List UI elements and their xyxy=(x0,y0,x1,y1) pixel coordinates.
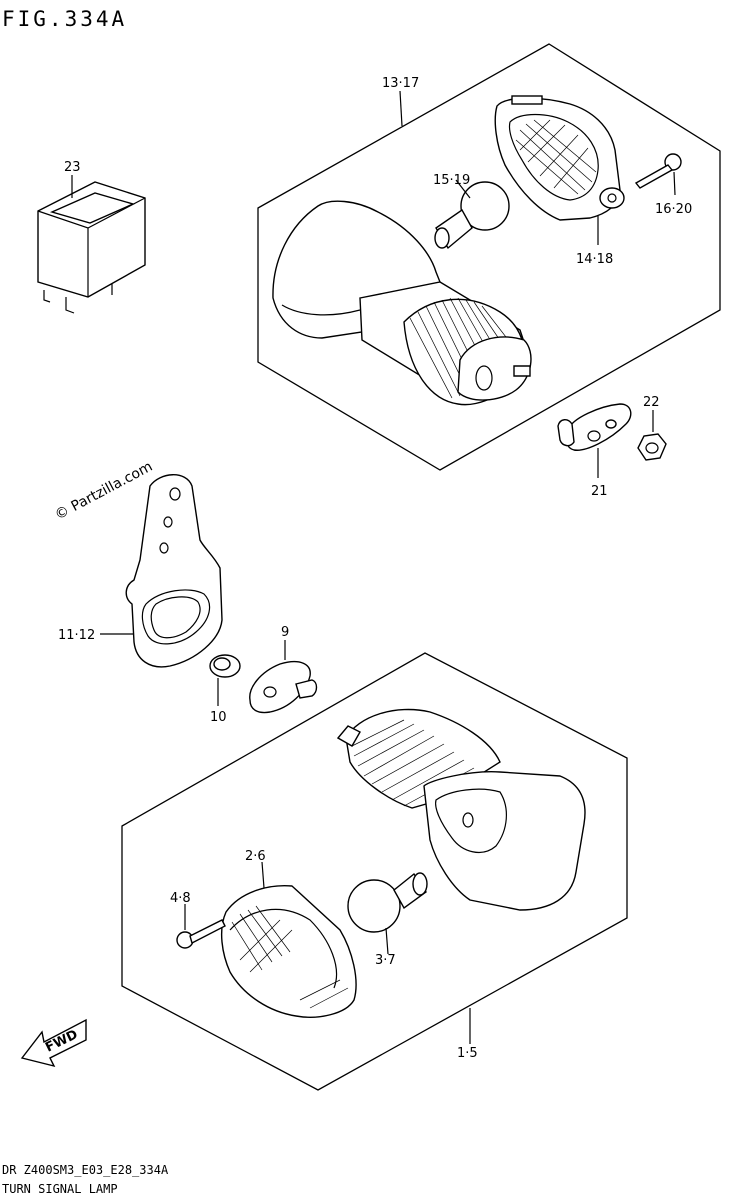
callout-11-12: 11·12 xyxy=(58,628,95,643)
rear-housing-upper[interactable] xyxy=(272,90,532,406)
collar-part-10[interactable] xyxy=(209,654,241,706)
callout-4-8: 4·8 xyxy=(170,891,191,906)
callout-21: 21 xyxy=(591,484,608,499)
callout-2-6: 2·6 xyxy=(245,849,266,864)
bulb-lower[interactable] xyxy=(347,872,428,955)
callout-16-20: 16·20 xyxy=(655,202,692,217)
lens-lower[interactable] xyxy=(220,861,357,1018)
screw-upper[interactable] xyxy=(634,153,682,196)
callout-15-19: 15·19 xyxy=(433,173,470,188)
figure-title: FIG.334A xyxy=(2,7,127,31)
callout-10: 10 xyxy=(210,710,227,725)
grommet-part-9[interactable] xyxy=(249,640,318,714)
callout-1-5: 1·5 xyxy=(457,1046,478,1061)
watermark: © Partzilla.com xyxy=(52,459,155,524)
callout-9: 9 xyxy=(281,625,289,640)
callout-3-7: 3·7 xyxy=(375,953,396,968)
screw-lower[interactable] xyxy=(176,904,226,949)
fwd-arrow-icon: FWD xyxy=(20,1018,87,1068)
callout-23: 23 xyxy=(64,160,81,175)
callout-13-17: 13·17 xyxy=(382,76,419,91)
grommet-upper-part-21[interactable] xyxy=(557,403,632,478)
lower-assembly-box xyxy=(121,652,628,1091)
callout-22: 22 xyxy=(643,395,660,410)
callout-14-18: 14·18 xyxy=(576,252,613,267)
lens-cap-upper[interactable] xyxy=(494,95,625,221)
upper-assembly-box xyxy=(257,43,721,471)
model-code: DR Z400SM3_E03_E28_334A xyxy=(2,1163,169,1177)
nut-part-22[interactable] xyxy=(637,410,667,461)
bracket-part-11-12[interactable] xyxy=(100,474,223,668)
rear-housing-lower[interactable] xyxy=(336,708,586,1044)
relay-part-23[interactable] xyxy=(37,175,146,314)
section-name: TURN SIGNAL LAMP xyxy=(2,1182,118,1196)
bulb-upper[interactable] xyxy=(434,179,510,250)
